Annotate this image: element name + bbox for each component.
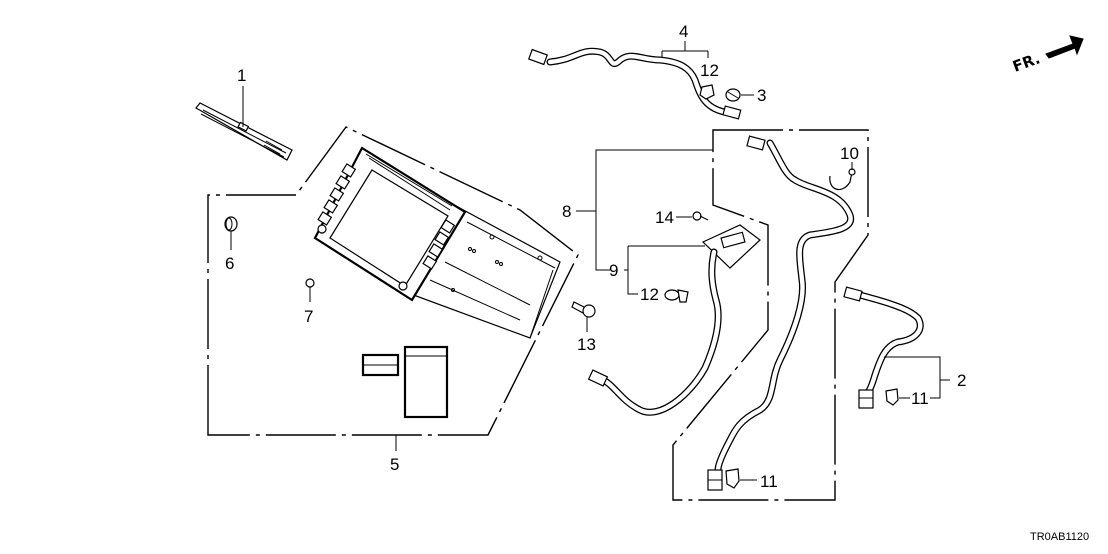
part-clip-c[interactable] xyxy=(699,84,715,100)
svg-text:3: 3 xyxy=(757,86,766,105)
callout-14: 14 xyxy=(655,208,692,227)
assembly-5-boundary xyxy=(207,126,579,436)
part-sub-harness[interactable] xyxy=(528,47,742,120)
part-wire-harness-clip[interactable] xyxy=(829,168,856,191)
svg-text:13: 13 xyxy=(577,335,596,354)
part-clip-d[interactable] xyxy=(664,289,689,303)
svg-text:7: 7 xyxy=(304,307,313,326)
svg-text:12: 12 xyxy=(640,285,659,304)
part-antenna-feeder-cable[interactable] xyxy=(707,135,855,491)
callout-11-right: 11 xyxy=(899,389,929,408)
callout-6: 6 xyxy=(225,231,234,273)
callout-2: 2 xyxy=(884,356,966,399)
callout-8-label: 8 xyxy=(562,202,571,221)
part-grommet[interactable] xyxy=(305,278,315,288)
svg-text:14: 14 xyxy=(655,208,674,227)
part-label-large[interactable] xyxy=(403,345,449,419)
svg-text:2: 2 xyxy=(957,371,966,390)
part-bezel-trim[interactable] xyxy=(195,102,293,161)
part-label-small[interactable] xyxy=(361,353,400,377)
part-antenna-sub-assembly[interactable] xyxy=(587,224,761,416)
part-bushing[interactable] xyxy=(224,216,238,232)
drawing-code: TR0AB1120 xyxy=(1030,531,1089,543)
front-label: FR. xyxy=(1010,49,1042,75)
svg-text:5: 5 xyxy=(390,455,399,474)
callout-9: 9 xyxy=(609,245,705,295)
front-direction-indicator: FR. xyxy=(1010,35,1084,76)
svg-text:1: 1 xyxy=(237,66,246,85)
svg-text:6: 6 xyxy=(225,254,234,273)
assembly-8-boundary xyxy=(672,129,869,501)
forward-arrow-icon xyxy=(1045,35,1084,59)
part-clip[interactable] xyxy=(725,88,741,102)
callout-7: 7 xyxy=(304,287,313,326)
svg-text:12: 12 xyxy=(700,61,719,80)
part-clip-a[interactable] xyxy=(725,468,740,489)
part-flange-bolt[interactable] xyxy=(571,301,596,318)
part-antenna-feeder-cable-rear[interactable] xyxy=(843,286,924,409)
callout-13: 13 xyxy=(577,317,596,354)
callout-10: 10 xyxy=(840,144,859,170)
svg-text:10: 10 xyxy=(840,144,859,163)
svg-text:9: 9 xyxy=(609,261,618,280)
callout-4: 4 xyxy=(661,22,709,58)
callout-11-bottom: 11 xyxy=(740,472,778,491)
callout-1: 1 xyxy=(237,66,246,127)
svg-text:11: 11 xyxy=(911,389,929,408)
callout-12-mid: 12 xyxy=(640,285,659,304)
callout-12-top: 12 xyxy=(700,61,719,80)
callout-8: 7 8 xyxy=(562,149,713,271)
part-tapping-screw[interactable] xyxy=(692,211,709,221)
callout-5: 5 xyxy=(390,435,399,474)
svg-text:4: 4 xyxy=(679,22,688,41)
part-navigation-display-unit[interactable] xyxy=(313,146,561,339)
part-clip-b[interactable] xyxy=(885,388,899,406)
callout-3: 3 xyxy=(741,86,766,105)
svg-text:11: 11 xyxy=(760,472,778,491)
